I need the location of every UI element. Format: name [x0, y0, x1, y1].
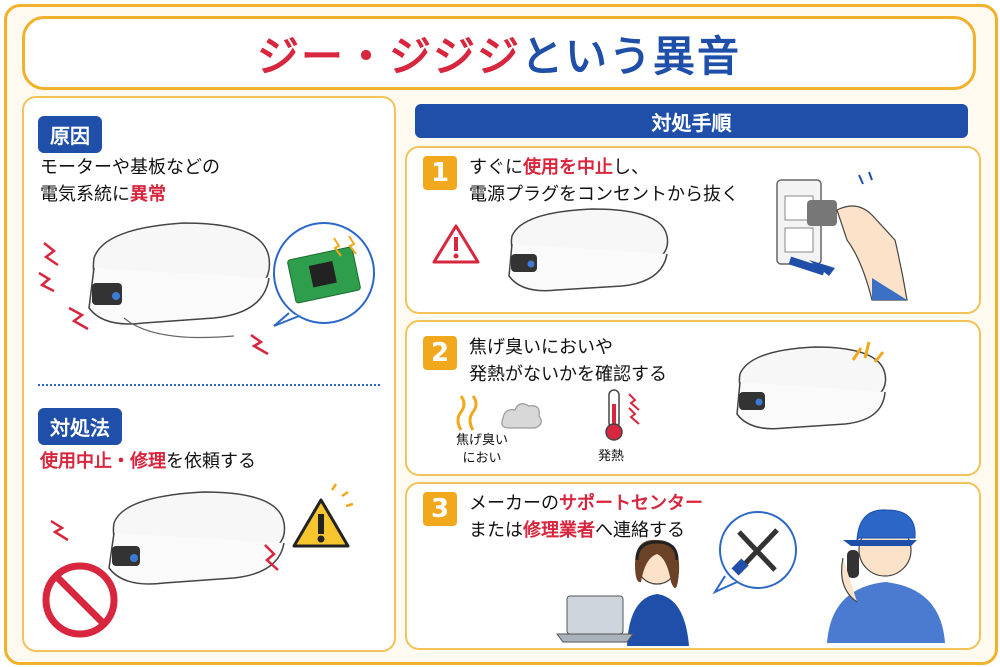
- toilet-seat-icon-3: [508, 208, 669, 292]
- smell-icon: [456, 395, 478, 431]
- repairman-icon: [827, 509, 945, 643]
- step-3-line2-post: へ連絡する: [595, 520, 685, 541]
- noise-icon-left: [38, 242, 59, 293]
- smoke-icon: [501, 403, 542, 429]
- cause-line2-prefix: 電気系統に: [40, 184, 130, 205]
- toilet-seat-icon-4: [736, 346, 887, 430]
- remedy-suffix: を依頼する: [166, 451, 256, 472]
- cause-line2: 電気系統に異常: [40, 181, 220, 208]
- step-3-highlight1: サポートセンター: [559, 493, 703, 514]
- prohibited-icon: [42, 562, 118, 638]
- toilet-seat-icon-2: [108, 491, 286, 585]
- title-part-blue: という異音: [521, 31, 742, 81]
- step-1-panel: 1 すぐに使用を中止し、 電源プラグをコンセントから抜く: [405, 146, 981, 314]
- operator-icon: [556, 539, 689, 646]
- step-3-line2: または修理業者へ連絡する: [469, 517, 703, 544]
- cause-line1: モーターや基板などの: [40, 157, 220, 178]
- cause-line2-highlight: 異常: [130, 184, 166, 205]
- step-1-post: し、: [613, 157, 649, 178]
- noise-icon-bottom: [68, 306, 89, 331]
- step-1-number: 1: [423, 156, 457, 190]
- step-1-pre: すぐに: [469, 157, 523, 178]
- smell-label-1: 焦げ臭い: [455, 433, 508, 448]
- step-3-panel: 3 メーカーのサポートセンター または修理業者へ連絡する: [405, 482, 981, 650]
- step-2-line1: 焦げ臭いにおいや: [469, 337, 613, 358]
- tools-icon: [712, 511, 797, 595]
- noise-icon-remedy-right: [264, 544, 279, 571]
- thermometer-icon: [605, 389, 640, 441]
- step-3-number: 3: [423, 492, 457, 526]
- step-3-line2-pre: または: [469, 520, 523, 541]
- noise-icon-remedy: [50, 519, 69, 542]
- section-divider: [38, 384, 380, 386]
- cause-tag: 原因: [38, 116, 102, 153]
- step-1-highlight: 使用を中止: [523, 157, 613, 178]
- warning-icon: [292, 483, 354, 548]
- remedy-tag: 対処法: [38, 408, 122, 445]
- step-1-line1: すぐに使用を中止し、: [469, 154, 739, 181]
- cause-remedy-panel: 原因 モーターや基板などの 電気系統に異常 対処法 使用中止・修理を依頼する: [22, 96, 396, 652]
- remedy-text: 使用中止・修理を依頼する: [40, 448, 256, 475]
- step-3-pre: メーカーの: [469, 493, 559, 514]
- step-2-text: 焦げ臭いにおいや 発熱がないかを確認する: [469, 334, 667, 388]
- alert-lines-icon: [851, 341, 885, 363]
- step-2-number: 2: [423, 336, 457, 370]
- step-2-line2: 発熱がないかを確認する: [469, 364, 667, 385]
- title-part-red: ジー・ジジジ: [256, 31, 521, 81]
- smell-label: 焦げ臭い におい: [447, 432, 517, 468]
- heat-label: 発熱: [597, 449, 624, 464]
- step-2-panel: 2 焦げ臭いにおいや 発熱がないかを確認する 焦げ臭い におい 発熱: [405, 320, 981, 476]
- step-3-line1: メーカーのサポートセンター: [469, 490, 703, 517]
- power-plug-icon: [776, 171, 908, 301]
- procedure-header: 対処手順: [415, 104, 968, 138]
- title-box: ジー・ジジジという異音: [22, 16, 976, 90]
- smell-label-2: におい: [462, 451, 502, 466]
- noise-icon-board: [250, 333, 269, 356]
- step-1-line2: 電源プラグをコンセントから抜く: [469, 184, 739, 205]
- cause-text: モーターや基板などの 電気系統に異常: [40, 154, 220, 208]
- circuit-board-icon: [273, 222, 375, 327]
- step-3-highlight2: 修理業者: [523, 520, 595, 541]
- toilet-seat-icon: [88, 222, 271, 339]
- step-3-text: メーカーのサポートセンター または修理業者へ連絡する: [469, 490, 703, 544]
- warning-icon-step1: [432, 224, 480, 264]
- step-1-text: すぐに使用を中止し、 電源プラグをコンセントから抜く: [469, 154, 739, 208]
- remedy-highlight: 使用中止・修理: [40, 451, 166, 472]
- page-title: ジー・ジジジという異音: [257, 23, 741, 84]
